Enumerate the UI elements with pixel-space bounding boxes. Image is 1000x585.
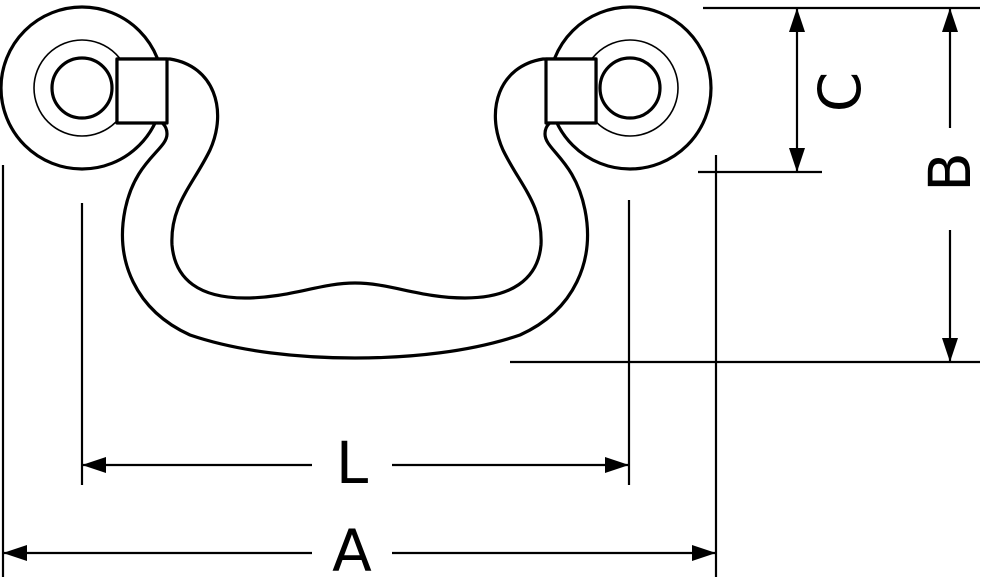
dimension-label-L: L <box>336 429 368 497</box>
dimension-B: B <box>916 8 984 362</box>
dimension-label-A: A <box>332 517 372 585</box>
dimension-C: C <box>789 8 874 172</box>
dimension-L: L <box>82 429 629 497</box>
handle-bail-outline <box>115 57 598 360</box>
right-shank <box>544 57 598 125</box>
dimension-label-B: B <box>916 152 984 192</box>
dimension-label-C: C <box>806 72 874 113</box>
dimension-A: A <box>3 517 716 585</box>
extension-lines <box>1 6 980 577</box>
left-shank <box>115 57 169 125</box>
